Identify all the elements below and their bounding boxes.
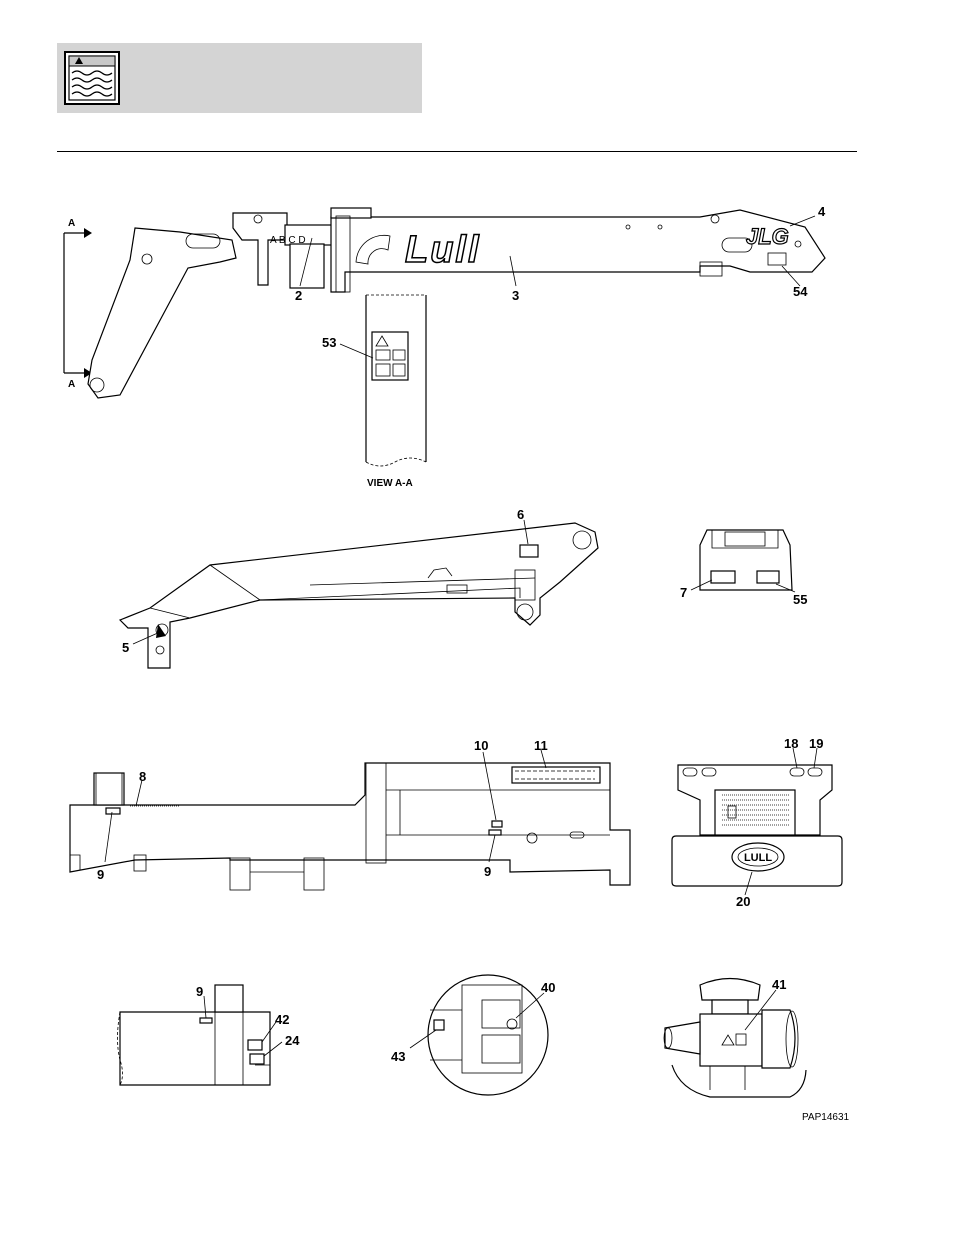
callout-42: 42: [275, 1012, 289, 1027]
callout-18: 18: [784, 736, 798, 751]
view-a-a: 53 VIEW A-A: [322, 294, 427, 489]
callout-8: 8: [139, 769, 146, 784]
jlg-decal: JLG: [746, 224, 789, 249]
callout-4: 4: [818, 204, 826, 219]
callout-41: 41: [772, 977, 786, 992]
boom-top-view: 6 5: [118, 507, 599, 669]
decal-24-placement: [249, 1053, 265, 1065]
manual-section-icon: [64, 51, 120, 105]
boom-main-section: [330, 209, 826, 293]
boom-arm: [87, 227, 237, 399]
svg-text:A B C D: A B C D: [270, 235, 306, 246]
decal-41-warning: [721, 1034, 735, 1046]
callout-19: 19: [809, 736, 823, 751]
callout-40: 40: [541, 980, 555, 995]
lull-bumper-text: LULL: [744, 852, 772, 864]
control-box: 7 55: [680, 529, 807, 607]
callout-43: 43: [391, 1049, 405, 1064]
callout-3: 3: [512, 288, 519, 303]
rear-view-bumper: LULL 18 19 20: [671, 736, 843, 909]
callout-54: 54: [793, 284, 808, 299]
callout-11: 11: [534, 738, 548, 753]
frame-corner-detail: 9 42 24: [117, 984, 300, 1086]
decal-42-placement: [247, 1039, 263, 1051]
callout-9-chassis-rear: 9: [484, 864, 491, 879]
decal-54-placement: [767, 252, 787, 266]
callout-20: 20: [736, 894, 750, 909]
header-rule: [57, 151, 857, 152]
callout-2: 2: [295, 288, 302, 303]
callout-6: 6: [517, 507, 524, 522]
figure-reference: PAP14631: [802, 1112, 850, 1123]
decal-9-placement-a: [105, 807, 121, 815]
decal-7-placement: [710, 570, 736, 584]
callout-24: 24: [285, 1033, 300, 1048]
decal-9-placement-c: [199, 1017, 213, 1024]
radiator-grille: [714, 789, 796, 836]
engine-detail-view: 41: [663, 977, 807, 1098]
callout-9-chassis-front: 9: [97, 867, 104, 882]
view-label: VIEW A-A: [367, 478, 413, 489]
section-letter-top: A: [68, 218, 75, 229]
decal-10-placement: [491, 820, 503, 828]
section-arrow-a: A A: [63, 218, 92, 390]
decal-55-placement: [756, 570, 780, 584]
chassis-side-view: 8 9 10 11 9: [69, 738, 631, 891]
boom-side-view: A A A B C D Lull JLG 2: [63, 204, 826, 399]
callout-55: 55: [793, 592, 807, 607]
decal-9-placement-b: [488, 829, 502, 836]
callout-5: 5: [122, 640, 129, 655]
decal-6-placement: [519, 544, 539, 558]
circular-detail-view: 40 43: [391, 974, 555, 1096]
callout-10: 10: [474, 738, 488, 753]
callout-9-detail: 9: [196, 984, 203, 999]
section-letter-bottom: A: [68, 379, 75, 390]
callout-7: 7: [680, 585, 687, 600]
decal-11-model: [511, 766, 601, 784]
decal-43-placement: [433, 1019, 445, 1031]
callout-53: 53: [322, 335, 336, 350]
lull-boom-decal: Lull: [405, 229, 481, 271]
